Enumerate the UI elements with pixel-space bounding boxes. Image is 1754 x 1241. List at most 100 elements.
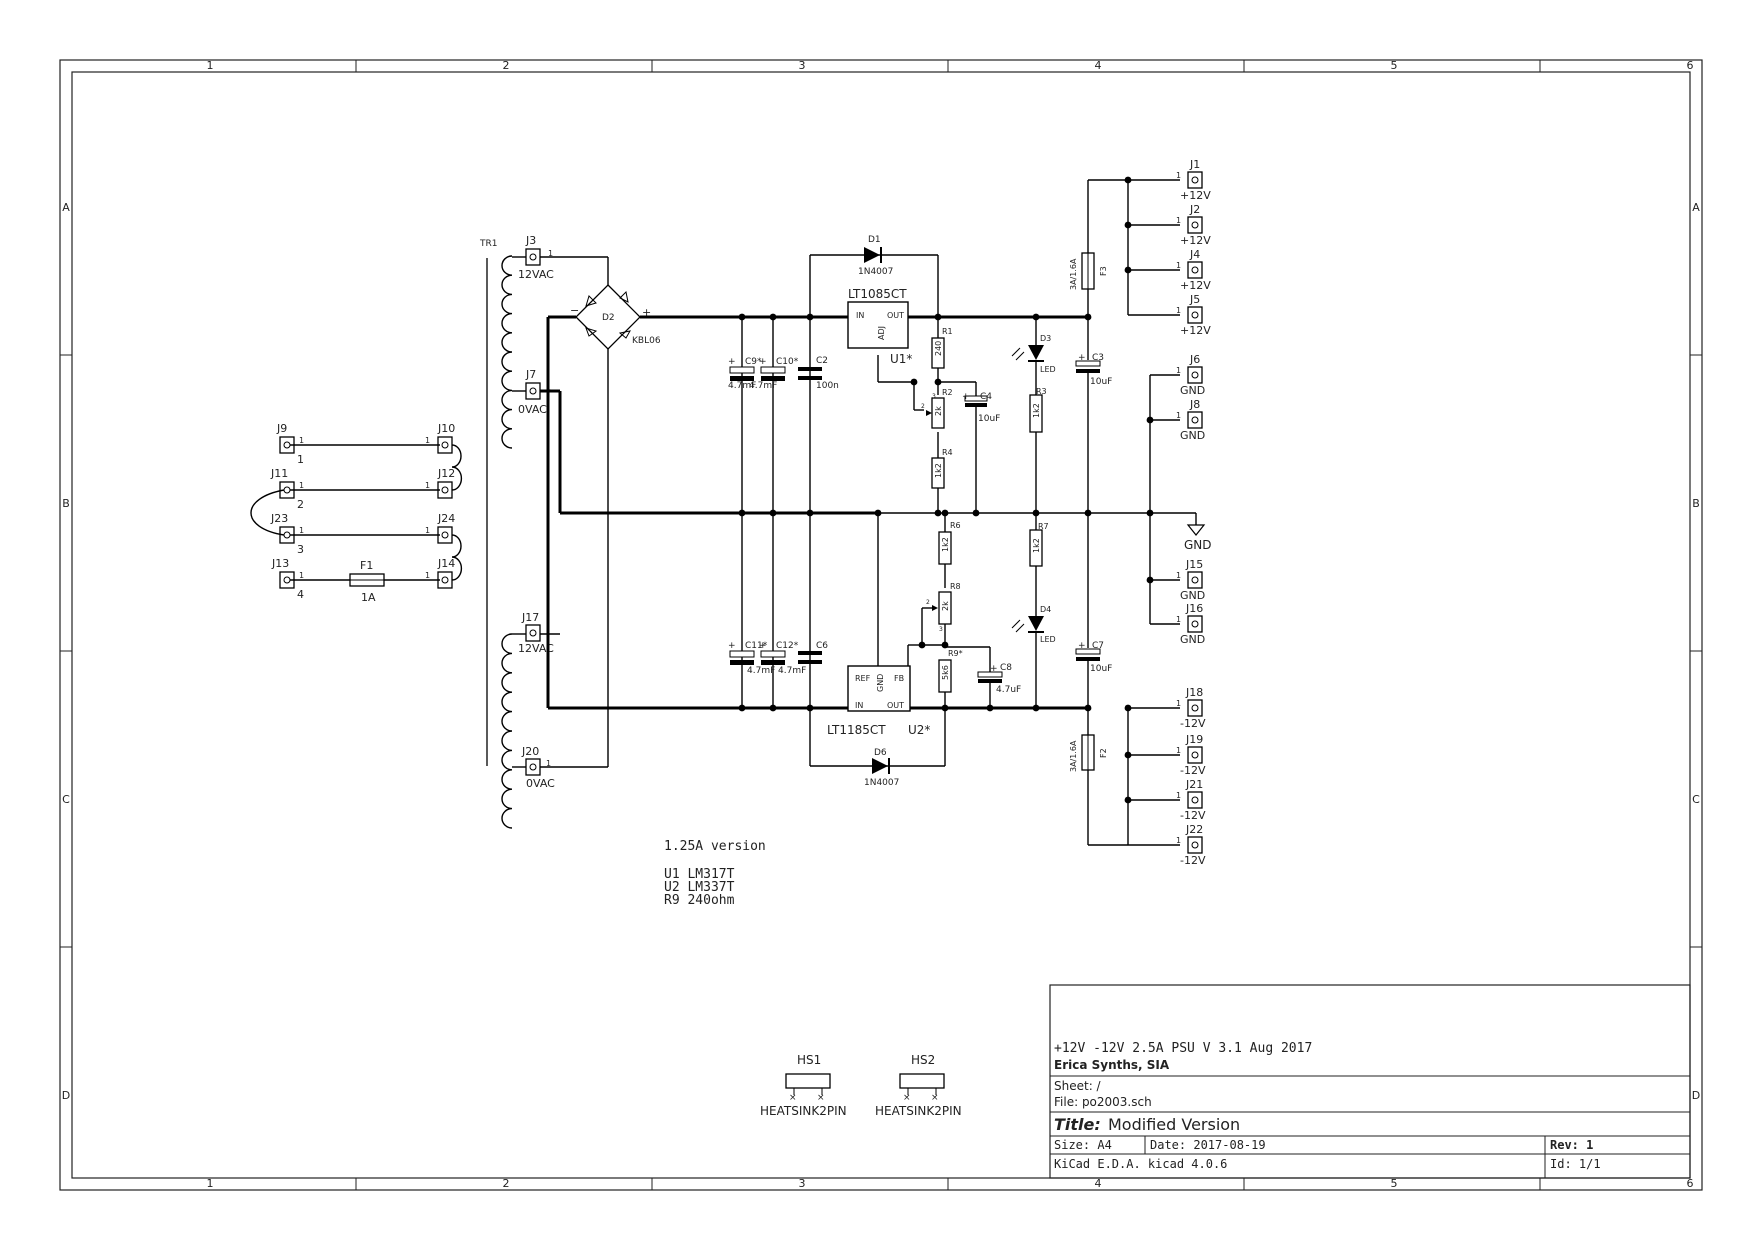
secondary-connectors: J3 12VAC J7 0VAC J17 12VAC J20 0VAC 1 1 …	[512, 234, 555, 790]
label-j7: J7	[525, 368, 536, 381]
label-hs2: HS2	[911, 1053, 935, 1067]
regulator-u2[interactable]: REF FB GND IN OUT LT1185CT U2*	[827, 665, 930, 737]
note-line: U2 LM337T	[664, 880, 735, 895]
label-tr1: TR1	[479, 239, 497, 249]
capacitor-c10[interactable]	[760, 366, 786, 381]
value-j20: 0VAC	[526, 777, 555, 790]
transformer-tr1[interactable]: TR1	[451, 239, 513, 829]
connector-j22[interactable]	[1187, 836, 1203, 854]
connector-j24[interactable]	[437, 526, 453, 544]
label-d6: D6	[874, 748, 887, 758]
potentiometer-r8[interactable]: 2k R8 3 2	[926, 582, 961, 633]
polarity-mark: +	[728, 641, 736, 651]
value-f3: 3A/1.6A	[1069, 258, 1078, 290]
capacitor-c7[interactable]: + C7 10uF	[1075, 641, 1112, 674]
capacitor-c12[interactable]	[760, 650, 786, 665]
fuse-f1[interactable]	[349, 573, 385, 587]
connector-j12[interactable]	[437, 481, 453, 499]
frame-col-label: 5	[1391, 59, 1398, 72]
polarity-mark: +	[1078, 353, 1086, 363]
potentiometer-r2[interactable]: 2k R2 3 2	[921, 388, 953, 429]
capacitor-c8[interactable]: + C8 4.7uF	[977, 663, 1021, 695]
value-j1: +12V	[1180, 189, 1211, 202]
pin-number: 1	[1176, 306, 1181, 315]
sheet-frame: 1 2 3 4 5 6 1 2 3 4 5 6 A B C D A B C D	[59, 59, 1703, 1191]
resistor-r1[interactable]: 240 R1	[931, 327, 953, 369]
pin-number: 1	[425, 571, 430, 580]
pin-label-out: OUT	[887, 701, 904, 710]
label-d2: D2	[602, 313, 615, 323]
frame-row-label: C	[1692, 793, 1700, 806]
heatsink-hs1[interactable]: HS1 × × HEATSINK2PIN	[760, 1053, 847, 1118]
pin-number: 1	[546, 759, 551, 768]
connector-j6[interactable]	[1187, 366, 1203, 384]
connector-j2[interactable]	[1187, 216, 1203, 234]
capacitor-c2[interactable]	[798, 367, 822, 380]
resistor-r9[interactable]: 5k6 R9*	[938, 649, 963, 693]
connector-j4[interactable]	[1187, 261, 1203, 279]
connector-j21[interactable]	[1187, 791, 1203, 809]
wires	[540, 179, 1197, 846]
connector-j5[interactable]	[1187, 306, 1203, 324]
value-r4: 1k2	[934, 463, 943, 478]
pin-number: 1	[548, 249, 553, 258]
resistor-r4[interactable]: 1k2 R4	[931, 448, 953, 489]
value-c10: 4.7mF	[749, 381, 777, 391]
value-r6: 1k2	[941, 537, 950, 552]
value-c8: 4.7uF	[996, 685, 1021, 695]
capacitor-c11[interactable]	[729, 650, 755, 665]
diode-d1[interactable]: D1 1N4007	[858, 235, 893, 277]
label-r2: R2	[942, 388, 953, 397]
value-j8: GND	[1180, 429, 1205, 442]
fuse-f3[interactable]: F3 3A/1.6A	[1069, 252, 1108, 290]
connector-j23[interactable]	[279, 526, 295, 544]
regulator-u1[interactable]: LT1085CT IN OUT ADJ U1*	[847, 287, 912, 366]
resistor-r6[interactable]: 1k2 R6	[938, 521, 961, 565]
pin-label-ref: REF	[855, 674, 871, 683]
pin-number: 1	[425, 526, 430, 535]
led-d4[interactable]: D4 LED	[1011, 605, 1056, 644]
fuse-f2[interactable]: F2 3A/1.6A	[1069, 734, 1108, 772]
junctions	[738, 176, 1154, 804]
capacitor-c9[interactable]	[729, 366, 755, 381]
connector-j10[interactable]	[437, 436, 453, 454]
capacitor-c4[interactable]: + C4 10uF	[962, 392, 1000, 424]
heatsink-hs2[interactable]: HS2 × × HEATSINK2PIN	[875, 1053, 962, 1118]
connector-j11[interactable]	[279, 481, 295, 499]
connector-j18[interactable]	[1187, 699, 1203, 717]
resistor-r7[interactable]: 1k2 R7	[1029, 522, 1049, 567]
connector-j15[interactable]	[1187, 571, 1203, 589]
label-r6: R6	[950, 521, 961, 530]
value-j23: 3	[297, 543, 304, 556]
label-gnd: GND	[1184, 538, 1212, 552]
note-line: 1.25A version	[664, 839, 766, 854]
label-j10: J10	[437, 422, 455, 435]
capacitor-c3[interactable]: + C3 10uF	[1075, 353, 1112, 387]
value-r1: 240	[934, 341, 943, 356]
value-j13: 4	[297, 588, 304, 601]
connector-j20[interactable]	[525, 758, 541, 776]
diode-d6[interactable]: D6 1N4007	[864, 748, 899, 788]
label-j22: J22	[1185, 823, 1203, 836]
frame-col-label: 1	[207, 59, 214, 72]
led-d3[interactable]: D3 LED	[1011, 334, 1056, 374]
capacitor-c6[interactable]	[798, 651, 822, 664]
frame-row-label: B	[1692, 497, 1700, 510]
title-comment: +12V -12V 2.5A PSU V 3.1 Aug 2017	[1054, 1041, 1312, 1056]
connector-j9[interactable]	[279, 436, 295, 454]
connector-j8[interactable]	[1187, 411, 1203, 429]
connector-j13[interactable]	[279, 571, 295, 589]
connector-j19[interactable]	[1187, 746, 1203, 764]
no-connect-mark: ×	[931, 1093, 939, 1103]
label-j2: J2	[1189, 203, 1200, 216]
connector-j16[interactable]	[1187, 615, 1203, 633]
resistor-r3[interactable]: 1k2 R3	[1029, 387, 1047, 433]
connector-j14[interactable]	[437, 571, 453, 589]
connector-j17[interactable]	[525, 624, 541, 642]
label-d3: D3	[1040, 334, 1051, 343]
connector-j7[interactable]	[525, 382, 541, 400]
connector-j3[interactable]	[525, 248, 541, 266]
connector-j1[interactable]	[1187, 171, 1203, 189]
label-c6: C6	[816, 641, 828, 651]
resistors: 240 R1 2k R2 3 2 1k2 R4 1k2 R6 2k R8 3 2	[921, 327, 1049, 693]
